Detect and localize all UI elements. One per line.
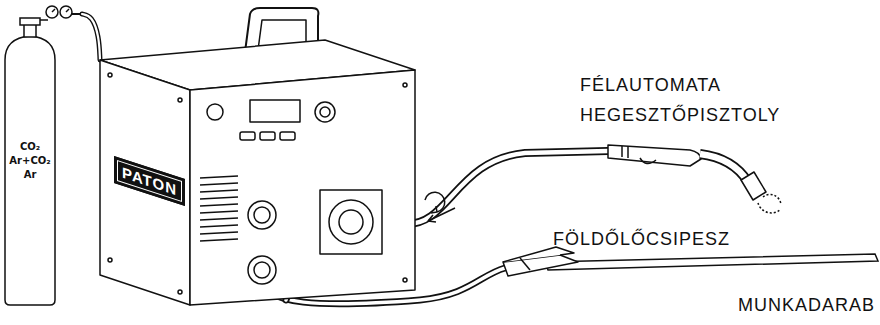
- welding-machine: [100, 8, 415, 305]
- welding-machine: [250, 100, 300, 122]
- welding-torch: [700, 154, 748, 182]
- gas-cylinder: [5, 36, 55, 305]
- welding-torch: [700, 154, 748, 182]
- welding-machine: [403, 278, 407, 282]
- welding-machine: [315, 102, 335, 122]
- welding-machine: [200, 232, 238, 234]
- hose-core: [82, 14, 100, 60]
- workpiece-plate: [545, 254, 878, 270]
- welding-machine: [260, 132, 275, 140]
- welding-machine: PATON: [100, 8, 416, 306]
- gas-cylinder: [52, 9, 55, 12]
- welding-machine: [200, 183, 238, 185]
- welding-machine: [200, 204, 238, 206]
- gas-cylinder-outline: [4, 2, 82, 306]
- welding-machine: [403, 83, 407, 87]
- gas-type: CO₂: [4, 140, 56, 154]
- welding-machine: [108, 258, 112, 262]
- welding-machine: [280, 132, 295, 140]
- welding-machine: [200, 239, 238, 241]
- hose-outline: [82, 14, 100, 60]
- gas-cylinder: [60, 6, 72, 18]
- ground-clamp: [520, 258, 530, 270]
- welding-machine: [178, 98, 182, 102]
- welding-torch: [758, 203, 780, 213]
- welding-torch: [640, 158, 656, 164]
- gas-hose: [82, 14, 100, 60]
- welding-torch: [763, 194, 781, 205]
- welding-torch: [741, 172, 766, 200]
- ground-clamp: [503, 247, 574, 262]
- welding-machine: [320, 190, 382, 254]
- welding-torch: [622, 146, 628, 158]
- gas-type-list: CO₂Ar+CO₂Ar: [4, 140, 56, 182]
- rotation-arrow: [425, 192, 445, 212]
- gas-cylinder: [66, 9, 69, 12]
- welding-machine: [108, 73, 112, 77]
- part-label: MUNKADARAB: [738, 290, 880, 320]
- torch-cable: [405, 151, 608, 224]
- welding-torch: [608, 145, 781, 213]
- torch-cable: [405, 151, 608, 224]
- welding-machine: [329, 200, 373, 244]
- torch-cable: [405, 151, 608, 224]
- welding-machine: [207, 104, 223, 120]
- welding-machine: [190, 70, 415, 305]
- welding-machine: [200, 225, 238, 227]
- welding-machine: [254, 262, 270, 278]
- ground-clamp: [503, 247, 578, 276]
- gas-cylinder: [20, 18, 40, 25]
- gas-cylinder: CO₂Ar+CO₂Ar: [4, 2, 82, 306]
- welding-machine: [248, 201, 276, 229]
- rotation-arrow: [428, 208, 455, 221]
- welding-torch: [608, 145, 701, 166]
- part-label: FÖLDŐLŐCSIPESZ: [553, 224, 783, 254]
- welding-machine: [100, 60, 190, 305]
- welding-machine: [200, 211, 238, 213]
- welding-machine: [200, 176, 238, 178]
- welding-machine: [320, 107, 330, 117]
- gas-cylinder: [5, 6, 72, 305]
- gas-cylinder: [40, 19, 48, 21]
- rotation-arrow: [428, 215, 436, 222]
- welding-machine: [178, 290, 182, 294]
- welding-machine: [339, 210, 363, 234]
- welder-outline: [100, 8, 416, 306]
- welding-machine: [200, 197, 238, 199]
- gas-cylinder: [24, 24, 36, 37]
- gas-type: Ar: [4, 168, 56, 182]
- rotation-arrow: [425, 192, 455, 222]
- welding-machine: [200, 190, 238, 192]
- gas-cylinder: [46, 6, 58, 18]
- welding-machine: [248, 256, 276, 284]
- workpiece-plate: [545, 254, 878, 270]
- gas-type: Ar+CO₂: [4, 154, 56, 168]
- welding-machine: [200, 218, 238, 220]
- welding-machine: [240, 132, 255, 140]
- part-label: FÉLAUTOMATA HEGESZTŐPISZTOLY: [580, 70, 810, 130]
- welding-machine: [254, 207, 270, 223]
- rotation-arrow: [431, 206, 437, 213]
